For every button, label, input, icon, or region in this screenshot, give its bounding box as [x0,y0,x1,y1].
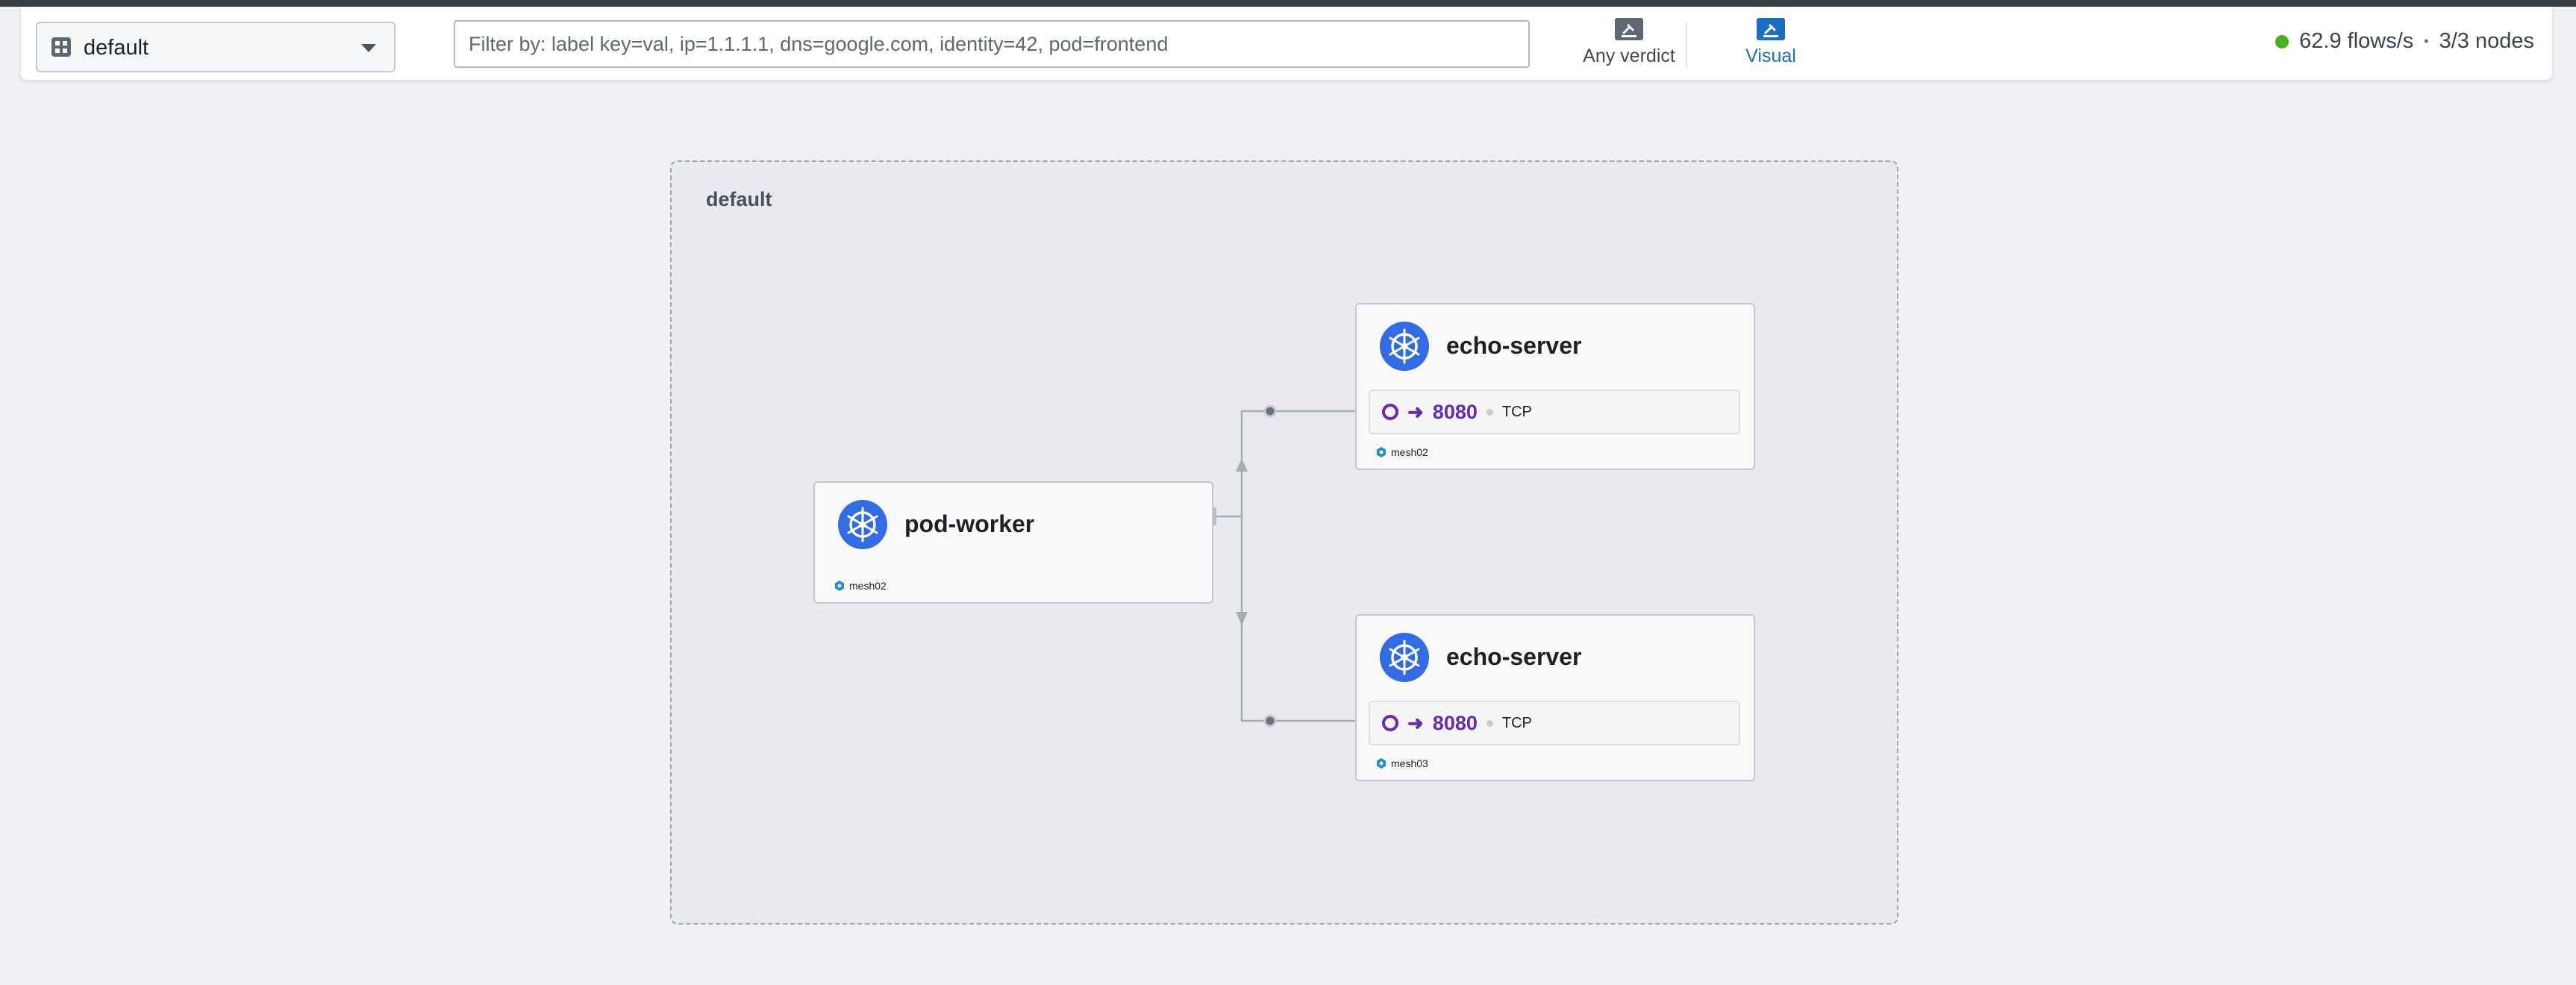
visual-button[interactable]: Visual [1715,17,1827,77]
cluster-name: mesh03 [1391,757,1428,769]
link-arrow-icon [1236,458,1248,472]
flows-rate: 62.9 flows/s [2299,29,2414,53]
namespace-selector[interactable]: default [36,22,396,72]
chevron-down-icon [361,44,376,52]
namespace-box-label: default [706,188,772,210]
status-indicator-icon [2275,34,2289,49]
cluster-icon [1377,447,1386,457]
namespace-box [670,160,1898,925]
port-row[interactable]: ➜ 8080 TCP [1369,390,1740,434]
service-card-pod-worker[interactable]: pod-worker mesh02 [813,481,1213,604]
link-endpoint [1263,404,1277,418]
cluster-label: mesh03 [1376,757,1428,769]
verdict-button-label: Any verdict [1583,46,1675,66]
service-card-echo-server[interactable]: echo-server ➜ 8080 TCP mesh02 [1355,303,1755,470]
port-separator-dot [1486,719,1493,727]
port-separator-dot [1486,408,1493,416]
filter-input[interactable] [454,20,1530,68]
verdict-icon [1615,18,1643,40]
port-protocol: TCP [1501,714,1532,731]
port-row[interactable]: ➜ 8080 TCP [1369,701,1740,745]
namespace-value: default [84,36,149,60]
cluster-label: mesh02 [834,580,887,592]
service-name: echo-server [1446,332,1582,359]
cluster-name: mesh02 [849,580,887,592]
port-arrow-icon: ➜ [1407,711,1424,734]
link-arrow-icon [1236,612,1248,625]
service-name: pod-worker [904,510,1035,537]
kubernetes-icon [1380,633,1429,682]
port-number: 8080 [1432,400,1478,423]
cluster-name: mesh02 [1391,446,1428,458]
port-number: 8080 [1432,711,1478,734]
flow-status: 62.9 flows/s • 3/3 nodes [2275,29,2534,54]
kubernetes-icon [838,500,887,549]
visual-icon [1757,18,1785,40]
port-protocol: TCP [1501,403,1532,420]
status-separator: • [2424,34,2429,49]
toolbar: default Any verdict Visual 62.9 flows/s … [21,7,2552,80]
window-top-strip [0,0,2576,7]
cluster-icon [835,581,844,591]
cluster-label: mesh02 [1376,446,1428,458]
visual-button-label: Visual [1745,46,1796,66]
nodes-count: 3/3 nodes [2439,29,2534,53]
link-endpoint [1263,714,1277,728]
port-endpoint-icon [1382,404,1398,420]
verdict-filter-button[interactable]: Any verdict [1551,17,1707,77]
service-name: echo-server [1446,643,1582,670]
toolbar-divider [1686,23,1687,68]
service-card-echo-server[interactable]: echo-server ➜ 8080 TCP mesh03 [1355,614,1755,781]
namespace-icon [51,37,71,57]
cluster-icon [1377,758,1386,769]
port-endpoint-icon [1382,715,1398,731]
kubernetes-icon [1380,322,1429,371]
port-arrow-icon: ➜ [1407,400,1424,423]
